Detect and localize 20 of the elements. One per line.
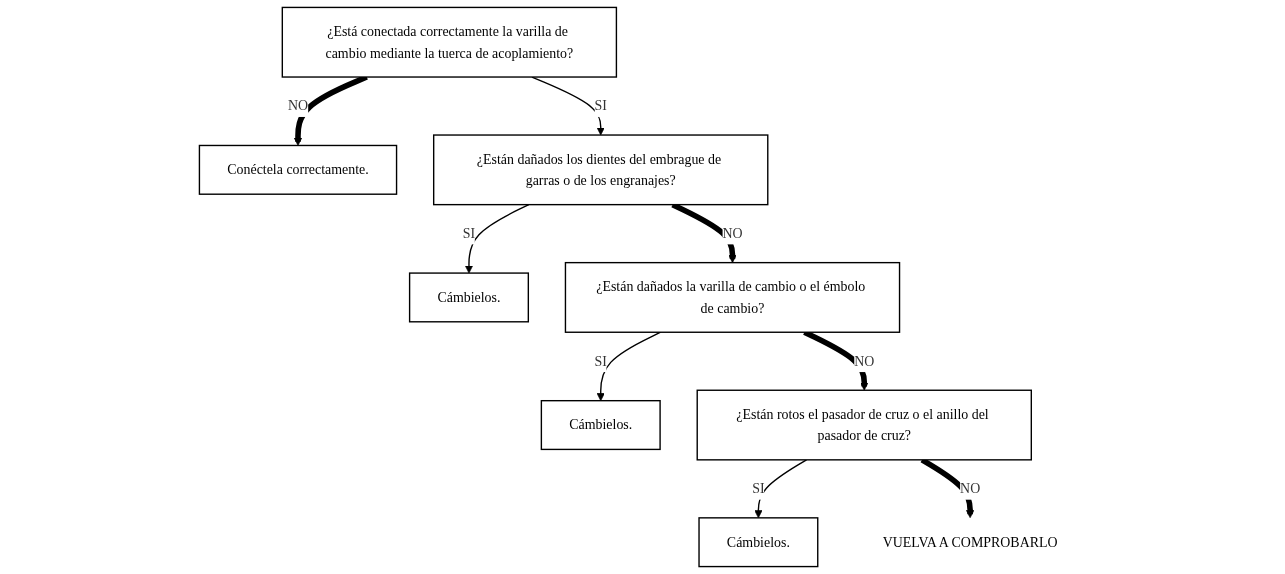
edge-label: NO [722, 225, 743, 241]
edge-label: SI [752, 481, 765, 497]
arrow [754, 459, 808, 519]
node-text: VUELVA A COMPROBARLO [882, 534, 1058, 550]
edge-label: SI [594, 98, 608, 114]
node-box: Cámbielos. [409, 272, 530, 323]
arrow [596, 331, 662, 402]
arrow [465, 203, 530, 274]
node-box: ¿Están dañados la varilla de cambio o el émbolo de cambio? [564, 261, 901, 333]
edge-label: NO [854, 353, 875, 369]
edge-label: SI [462, 225, 476, 241]
edge-label: SI [594, 353, 608, 369]
edge-label: NO [960, 481, 981, 497]
node-box: ¿Están dañados los dientes del embrague de garras o de los engranajes? [433, 134, 769, 206]
node-box: ¿Está conectada correctamente la varilla de cambio mediante la tuerca de acoplamiento? [281, 6, 618, 78]
node-box: Cámbielos. [698, 517, 819, 568]
edge-label: NO [288, 98, 309, 114]
node-box: ¿Están rotos el pasador de cruz o el anillo del pasador de cruz? [696, 389, 1033, 461]
node-box: Cámbielos. [540, 400, 661, 451]
node-box: Conéctela correctamente. [198, 144, 398, 195]
